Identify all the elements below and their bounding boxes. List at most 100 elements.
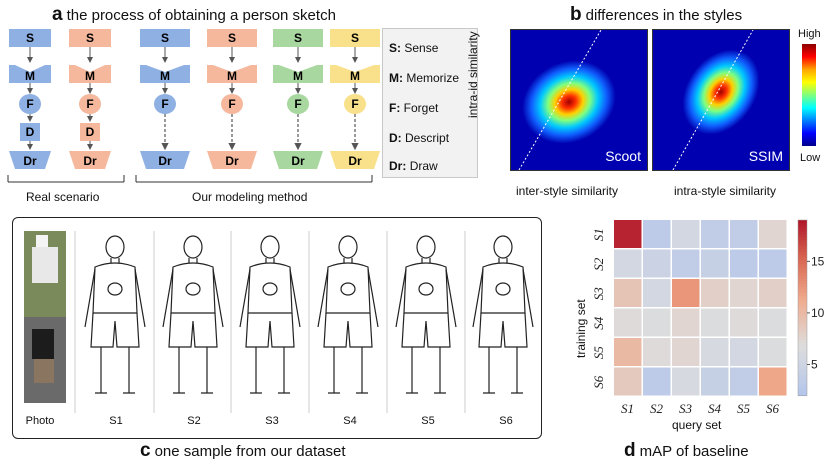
caption-s3: S3 (265, 415, 279, 427)
node-descript-label: D (86, 125, 95, 139)
heatmap-cell (730, 279, 758, 307)
flow-column-4: S MF Dr (207, 29, 257, 169)
heatmap-cell (730, 338, 758, 366)
heatmap-cell (643, 249, 671, 278)
heatmap-cell (759, 220, 787, 248)
heatmap-cell (643, 220, 671, 248)
colorbar-high-label: High (798, 28, 821, 40)
heatmap-cell (614, 249, 642, 278)
heatmap-cell (730, 249, 758, 278)
heatmap-cell (730, 308, 758, 337)
colorbar-tick-label: 5 (811, 358, 818, 372)
scoot-xlabel: inter-style similarity (516, 184, 619, 198)
heatmap-col-label: S1 (621, 401, 634, 416)
caption-s2: S2 (187, 415, 201, 427)
ssim-density-plot: SSIM (652, 29, 790, 171)
heatmap-cell (730, 220, 758, 248)
node-forget-label: F (26, 97, 33, 111)
density-colorbar (802, 44, 816, 146)
heatmap-cell (759, 367, 787, 396)
colorbar-tick-label: 15 (811, 254, 825, 268)
heatmap-cell (759, 249, 787, 278)
heatmap-cell (701, 279, 729, 307)
heatmap-cell (643, 338, 671, 366)
node-draw-label: Dr (158, 154, 172, 168)
heatmap-cell (730, 367, 758, 396)
heatmap-cell (643, 367, 671, 396)
heatmap-cell (672, 279, 700, 307)
node-draw-label: Dr (225, 154, 239, 168)
caption-s4: S4 (343, 415, 357, 427)
heatmap-cell (672, 249, 700, 278)
heatmap-cell (643, 279, 671, 307)
node-sense-label: S (228, 31, 236, 45)
heatmap-cell (614, 367, 642, 396)
scoot-density-plot: Scoot (510, 29, 648, 171)
node-memorize-label: M (25, 69, 35, 83)
heatmap-cell (643, 308, 671, 337)
legend-item-draw: Dr: Draw (389, 159, 438, 173)
heatmap-cell (672, 338, 700, 366)
caption-s6: S6 (499, 415, 513, 427)
sketch-figure-s6 (472, 235, 534, 394)
node-memorize-label: M (85, 69, 95, 83)
abbreviation-legend: S: Sense M: Memorize F: Forget D: Descri… (382, 28, 478, 178)
heatmap-cell (701, 367, 729, 396)
node-descript-label: D (26, 125, 35, 139)
ssim-tag: SSIM (748, 148, 783, 164)
real-scenario-caption: Real scenario (26, 190, 100, 204)
heatmap-cell (701, 249, 729, 278)
sketch-figure-s3 (239, 235, 301, 394)
node-sense-label: S (26, 31, 34, 45)
heatmap-cell (701, 338, 729, 366)
colorbar-tick-label: 10 (811, 306, 825, 320)
node-forget-label: F (228, 97, 235, 111)
node-memorize-label: M (227, 69, 237, 83)
sketch-figure-s2 (162, 235, 224, 394)
heatmap-cell (759, 308, 787, 337)
modeling-method-caption: Our modeling method (192, 190, 308, 204)
heatmap-col-label: S5 (737, 401, 751, 416)
heatmap-xlabel: query set (672, 418, 722, 432)
node-draw-label: Dr (83, 154, 97, 168)
heatmap-col-label: S6 (766, 401, 780, 416)
heatmap-row-label: S3 (591, 287, 606, 301)
node-forget-label: F (351, 97, 358, 111)
node-draw-label: Dr (291, 154, 305, 168)
node-memorize-label: M (350, 69, 360, 83)
node-forget-label: F (161, 97, 168, 111)
heatmap-row-label: S1 (591, 228, 606, 241)
heatmap-row-label: S6 (591, 375, 606, 389)
heatmap-col-label: S3 (679, 401, 693, 416)
node-forget-label: F (294, 97, 301, 111)
heatmap-cell (701, 308, 729, 337)
sketch-figure-s4 (317, 235, 379, 394)
node-sense-label: S (86, 31, 94, 45)
heatmap-row-label: S5 (591, 346, 606, 360)
node-sense-label: S (351, 31, 359, 45)
heatmap-row-label: S2 (591, 257, 606, 271)
node-memorize-label: M (160, 69, 170, 83)
legend-item-sense: S: Sense (389, 41, 439, 55)
colorbar-low-label: Low (800, 152, 821, 164)
dataset-sample-images (24, 231, 534, 413)
legend-item-forget: F: Forget (389, 101, 439, 115)
caption-s1: S1 (109, 415, 123, 427)
dataset-sample-frame (12, 217, 542, 439)
legend-item-memorize: M: Memorize (389, 71, 460, 85)
heatmap-col-label: S2 (650, 401, 664, 416)
heatmap-cell (759, 279, 787, 307)
heatmap-cell (614, 338, 642, 366)
caption-s5: S5 (421, 415, 435, 427)
heatmap-row-label: S4 (591, 316, 606, 330)
